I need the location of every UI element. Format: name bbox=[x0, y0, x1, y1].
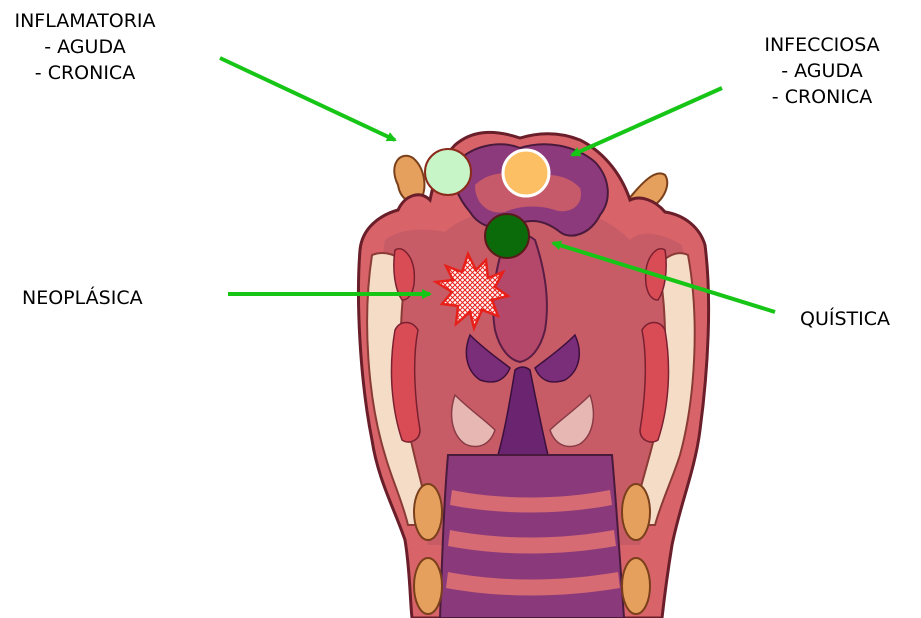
infecciosa-item-cronica: - CRONICA bbox=[742, 84, 902, 110]
left-ring-cartilage-2 bbox=[414, 558, 442, 614]
infecciosa-label: INFECCIOSA - AGUDA - CRONICA bbox=[742, 32, 902, 110]
infecciosa-marker bbox=[503, 150, 549, 196]
inflamatoria-item-aguda: - AGUDA bbox=[6, 34, 164, 60]
neoplasica-title: NEOPLÁSICA bbox=[22, 285, 202, 311]
inflamatoria-arrow bbox=[220, 58, 395, 140]
right-ring-cartilage-2 bbox=[622, 558, 650, 614]
left-ring-cartilage-1 bbox=[414, 484, 442, 540]
inflamatoria-title: INFLAMATORIA bbox=[6, 8, 164, 34]
neoplasica-label: NEOPLÁSICA bbox=[22, 285, 202, 311]
right-ring-cartilage-1 bbox=[622, 484, 650, 540]
quistica-title: QUÍSTICA bbox=[800, 306, 920, 332]
inflamatoria-marker bbox=[425, 149, 471, 195]
infecciosa-title: INFECCIOSA bbox=[742, 32, 902, 58]
inflamatoria-item-cronica: - CRONICA bbox=[6, 60, 164, 86]
inflamatoria-label: INFLAMATORIA - AGUDA - CRONICA bbox=[6, 8, 164, 86]
infecciosa-item-aguda: - AGUDA bbox=[742, 58, 902, 84]
quistica-marker bbox=[485, 214, 529, 258]
infecciosa-arrow bbox=[572, 88, 722, 155]
larynx-anatomy bbox=[359, 132, 709, 618]
quistica-label: QUÍSTICA bbox=[800, 306, 920, 332]
